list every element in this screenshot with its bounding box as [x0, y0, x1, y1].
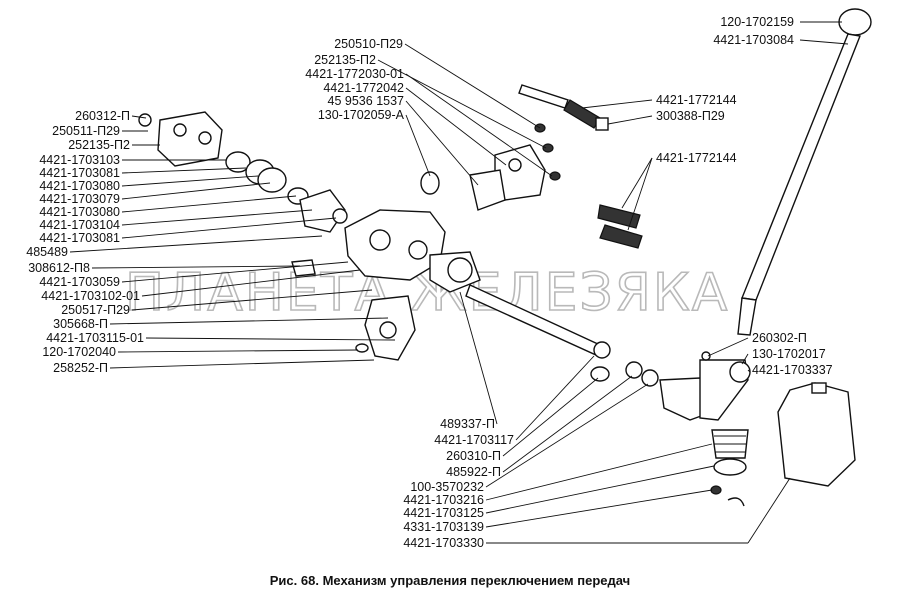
label-left-9: 4421-1703081	[39, 231, 120, 245]
leader-lines	[69, 21, 849, 544]
seal-stack-icon	[225, 151, 348, 233]
label-top-4: 45 9536 1537	[328, 94, 405, 108]
label-left-6: 4421-1703079	[39, 192, 120, 206]
pressure-sensor-icon	[597, 204, 643, 249]
label-right-low-1: 130-1702017	[752, 347, 826, 361]
spring-icon	[590, 361, 749, 507]
label-left-14: 250517-П29	[61, 303, 130, 317]
label-left-11: 308612-П8	[28, 261, 90, 275]
label-left-17: 120-1702040	[42, 345, 116, 359]
label-left-8: 4421-1703104	[39, 218, 120, 232]
label-top-2: 4421-1772030-01	[305, 67, 404, 81]
shift-housing-icon	[344, 209, 481, 293]
labels-bottom: 489337-П 4421-1703117 260310-П 485922-П …	[403, 417, 514, 550]
label-left-10: 485489	[26, 245, 68, 259]
label-left-12: 4421-1703059	[39, 275, 120, 289]
sensor-switch-icon	[518, 84, 609, 131]
lever-plate-icon	[355, 295, 416, 361]
labels-left: 260312-П 250511-П29 252135-П2 4421-17031…	[26, 109, 144, 375]
label-top-3: 4421-1772042	[323, 81, 404, 95]
label-left-13: 4421-1703102-01	[41, 289, 140, 303]
label-top-5: 130-1702059-А	[318, 108, 405, 122]
labels-right-low: 260302-П 130-1702017 4421-1703337	[752, 331, 833, 377]
label-bottom-0: 489337-П	[440, 417, 495, 431]
label-right-mid-2: 4421-1772144	[656, 151, 737, 165]
label-left-1: 250511-П29	[52, 124, 120, 138]
interlock-assembly-icon	[420, 123, 561, 211]
label-right-low-0: 260302-П	[752, 331, 807, 345]
label-left-4: 4421-1703081	[39, 166, 120, 180]
label-left-15: 305668-П	[53, 317, 108, 331]
label-bottom-3: 485922-П	[446, 465, 501, 479]
label-bottom-7: 4331-1703139	[403, 520, 484, 534]
labels-right-mid: 4421-1772144 300388-П29 4421-1772144	[656, 93, 737, 165]
bolt-icon	[291, 259, 316, 277]
label-right-mid-1: 300388-П29	[656, 109, 725, 123]
label-top-1: 252135-П2	[314, 53, 376, 67]
label-left-7: 4421-1703080	[39, 205, 120, 219]
label-top-0: 250510-П29	[334, 37, 403, 51]
gear-shift-lever-icon	[737, 8, 872, 336]
label-right-mid-0: 4421-1772144	[656, 93, 737, 107]
label-bottom-6: 4421-1703125	[403, 506, 484, 520]
labels-top: 250510-П29 252135-П2 4421-1772030-01 442…	[305, 37, 404, 122]
label-bottom-4: 100-3570232	[410, 480, 484, 494]
selector-rod-icon	[465, 284, 611, 359]
label-bottom-5: 4421-1703216	[403, 493, 484, 507]
label-left-3: 4421-1703103	[39, 153, 120, 167]
label-left-0: 260312-П	[75, 109, 130, 123]
label-left-5: 4421-1703080	[39, 179, 120, 193]
label-left-16: 4421-1703115-01	[46, 331, 144, 345]
fluid-reservoir-icon	[777, 382, 856, 487]
figure-caption: Рис. 68. Механизм управления переключени…	[270, 573, 630, 588]
label-right-low-2: 4421-1703337	[752, 363, 833, 377]
label-bottom-8: 4421-1703330	[403, 536, 484, 550]
cover-plate-icon	[138, 111, 223, 167]
label-right-top-1: 4421-1703084	[713, 33, 794, 47]
label-bottom-2: 260310-П	[446, 449, 501, 463]
pivot-lever-icon	[659, 351, 751, 421]
labels-right-top: 120-1702159 4421-1703084	[713, 15, 794, 47]
label-bottom-1: 4421-1703117	[434, 433, 514, 447]
watermark: ПЛАНЕТА ЖЕЛЕЗЯКА	[125, 263, 729, 323]
label-left-18: 258252-П	[53, 361, 108, 375]
label-right-top-0: 120-1702159	[720, 15, 794, 29]
label-left-2: 252135-П2	[68, 138, 130, 152]
